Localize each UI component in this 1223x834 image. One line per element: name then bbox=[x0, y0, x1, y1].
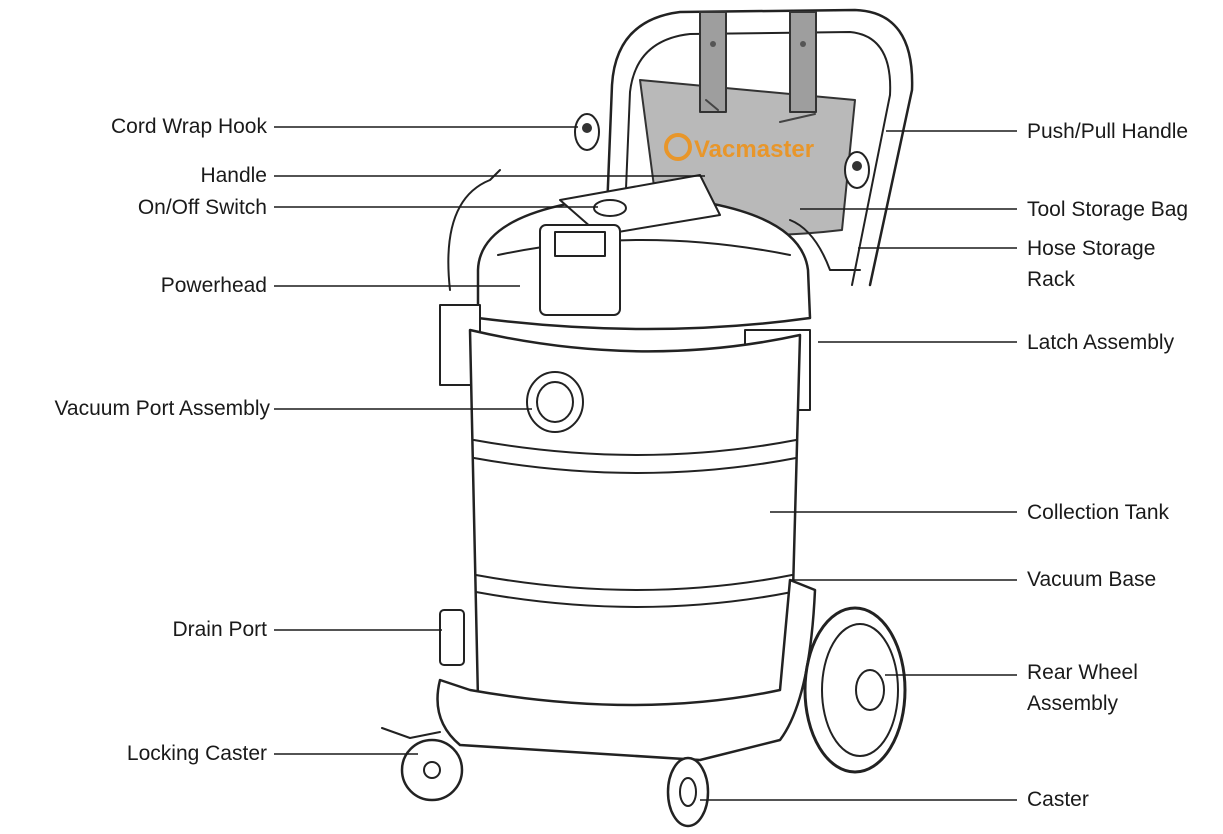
push-pull-handle-frame bbox=[602, 8, 914, 287]
collection-tank bbox=[468, 328, 802, 712]
label-push-pull-handle: Push/Pull Handle bbox=[1027, 120, 1189, 143]
label-handle: Handle bbox=[200, 164, 267, 187]
caster-brake bbox=[381, 727, 441, 739]
label-vacuum-base: Vacuum Base bbox=[1027, 568, 1157, 591]
bag-strap-left bbox=[699, 11, 727, 113]
label-latch-assembly: Latch Assembly bbox=[1027, 331, 1175, 354]
push-pull-handle-frame-inner bbox=[621, 31, 892, 286]
bag-strap-right bbox=[789, 11, 817, 113]
hose-storage-rack bbox=[789, 219, 861, 271]
label-tool-storage-bag: Tool Storage Bag bbox=[1027, 198, 1189, 221]
label-cord-wrap-hook: Cord Wrap Hook bbox=[110, 115, 267, 138]
powerhead-handle bbox=[559, 174, 721, 236]
svg-text:Vacmaster: Vacmaster bbox=[694, 136, 814, 163]
drain-port bbox=[439, 609, 465, 666]
label-on-off-switch: On/Off Switch bbox=[137, 196, 267, 219]
label-vacuum-port-assembly: Vacuum Port Assembly bbox=[54, 397, 270, 420]
label-powerhead: Powerhead bbox=[160, 274, 267, 297]
label-drain-port: Drain Port bbox=[172, 618, 267, 641]
label-caster: Caster bbox=[1027, 788, 1089, 811]
label-locking-caster: Locking Caster bbox=[126, 742, 267, 765]
vacmaster-logo: Vacmaster bbox=[664, 133, 814, 163]
label-collection-tank: Collection Tank bbox=[1027, 501, 1170, 524]
vacuum-base bbox=[436, 578, 817, 762]
on-off-switch bbox=[593, 199, 627, 217]
